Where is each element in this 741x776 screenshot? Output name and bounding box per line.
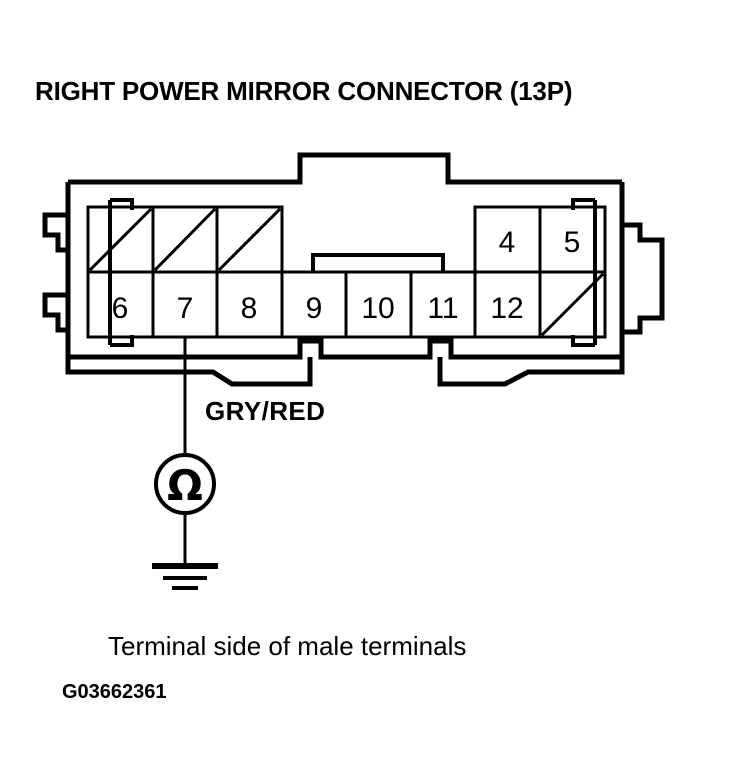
bottom-flange-left	[65, 357, 313, 387]
blank-slash-top-3	[217, 207, 282, 272]
bottom-flange-right	[437, 357, 625, 387]
inner-center-tab	[311, 253, 445, 272]
terminal-cell-10: 10	[361, 292, 394, 325]
blank-slash-top-1	[88, 207, 153, 272]
ohm-symbol-icon: Ω	[167, 461, 203, 510]
left-latch-tab-upper	[42, 212, 68, 253]
connector-body	[42, 152, 665, 387]
blank-slash-bottom-8	[540, 272, 605, 337]
terminal-cell-4: 4	[499, 226, 516, 259]
terminal-cell-9: 9	[306, 292, 323, 325]
terminal-cell-6: 6	[112, 292, 129, 325]
top-latch-tab	[68, 152, 622, 185]
figure-caption: Terminal side of male terminals	[108, 631, 466, 661]
figure-id: G03662361	[62, 681, 167, 703]
terminal-cell-7: 7	[177, 292, 194, 325]
terminal-cell-11: 11	[427, 292, 458, 325]
body-bottom-edge	[68, 338, 622, 360]
terminal-cell-8: 8	[241, 292, 258, 325]
left-latch-tab-lower	[42, 292, 68, 333]
bottom-row-block: 6 7 8 9 10 11 12	[86, 270, 607, 339]
page-title: RIGHT POWER MIRROR CONNECTOR (13P)	[35, 76, 572, 106]
right-latch-tab	[622, 222, 665, 335]
wire-color-label: GRY/RED	[205, 396, 325, 426]
test-circuit: Ω GRY/RED	[152, 337, 325, 590]
top-row-left-block	[86, 205, 284, 274]
terminal-cell-5: 5	[564, 226, 581, 259]
terminal-grid: 4 5 6 7 8 9 10 11 12	[86, 205, 607, 339]
blank-slash-top-2	[153, 207, 217, 272]
top-row-right-block: 4 5	[473, 205, 607, 274]
terminal-cell-12: 12	[490, 292, 523, 325]
